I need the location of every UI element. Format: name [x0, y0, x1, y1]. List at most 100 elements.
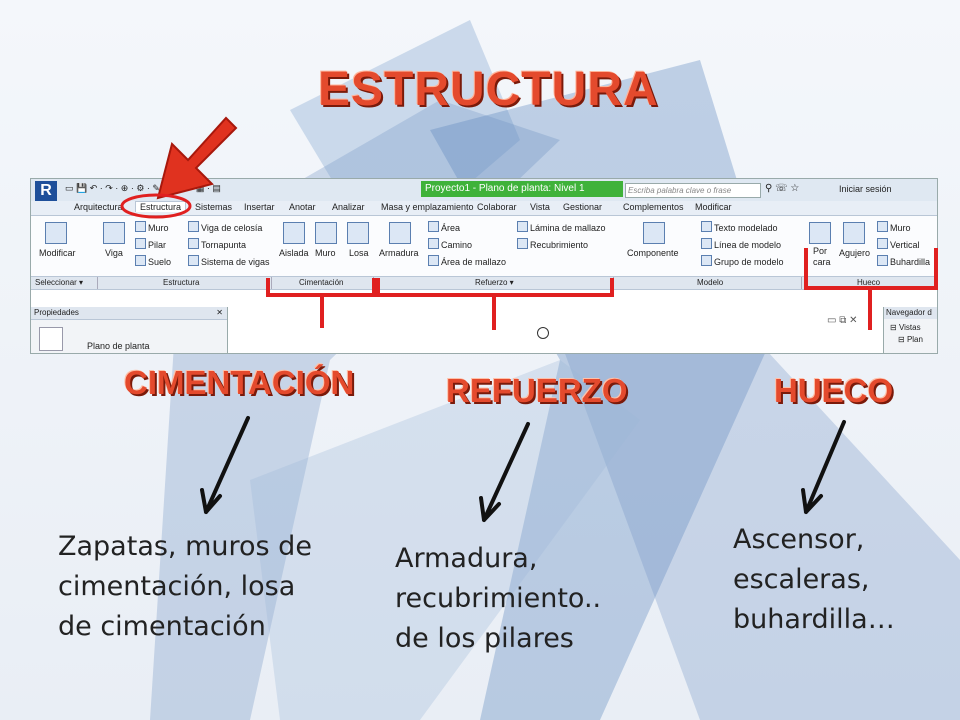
tab-vista[interactable]: Vista — [530, 202, 550, 212]
muro-button[interactable]: Muro — [135, 221, 169, 233]
tab-analizar[interactable]: Analizar — [332, 202, 365, 212]
tree-item-plan[interactable]: ⊟ Plan — [898, 335, 923, 344]
properties-palette: Propiedades ✕ Plano de planta — [31, 307, 228, 353]
camino-button[interactable]: Camino — [428, 238, 472, 250]
view-controls-icon[interactable]: ▭ ⧉ ✕ — [827, 315, 858, 326]
wall-icon — [135, 221, 146, 232]
shaft-icon — [843, 222, 865, 244]
desc-refuerzo-line-1: Armadura, — [395, 543, 538, 574]
beam-system-icon — [188, 255, 199, 266]
desc-refuerzo-line-3: de los pilares — [395, 623, 574, 654]
desc-cimentacion-line-3: de cimentación — [58, 611, 266, 642]
cover-icon — [517, 238, 528, 249]
tab-arquitectura[interactable]: Arquitectura — [74, 202, 123, 212]
recubrimiento-button[interactable]: Recubrimiento — [517, 238, 588, 250]
model-text-icon — [701, 221, 712, 232]
properties-title: Propiedades — [34, 308, 79, 317]
navigator-title: Navegador d — [884, 307, 937, 319]
desc-cimentacion: Zapatas, muros de cimentación, losa de c… — [58, 527, 312, 647]
label-hueco: HUECO — [774, 372, 894, 409]
panel-modelo: Modelo — [697, 278, 724, 287]
properties-type[interactable]: Plano de planta — [87, 341, 150, 351]
panel-seleccionar[interactable]: Seleccionar ▾ — [35, 278, 84, 287]
fabric-area-icon — [428, 255, 439, 266]
ribbon-tabs: Arquitectura Estructura Sistemas Inserta… — [31, 201, 937, 216]
tornapunta-button[interactable]: Tornapunta — [188, 238, 246, 250]
losa-button[interactable]: Losa — [349, 248, 369, 258]
by-face-icon — [809, 222, 831, 244]
vertical-button[interactable]: Vertical — [877, 238, 920, 250]
revit-screenshot: R ▭ 💾 ↶ · ↷ · ⊕ · ⚙ · ✎ · A · ◇ · ▦ · ▤ … — [30, 178, 938, 354]
wall-foundation-icon — [315, 222, 337, 244]
desc-refuerzo: Armadura, recubrimiento.. de los pilares — [395, 539, 601, 659]
sistema-vigas-button[interactable]: Sistema de vigas — [188, 255, 270, 267]
desc-hueco-line-2: escaleras, — [733, 564, 870, 595]
suelo-button[interactable]: Suelo — [135, 255, 171, 267]
panel-refuerzo[interactable]: Refuerzo ▾ — [475, 278, 514, 287]
component-icon — [643, 222, 665, 244]
muro-hueco-button[interactable]: Muro — [877, 221, 911, 233]
linea-modelo-button[interactable]: Línea de modelo — [701, 238, 781, 250]
tab-anotar[interactable]: Anotar — [289, 202, 316, 212]
close-icon[interactable]: ✕ — [216, 308, 223, 317]
desc-hueco: Ascensor, escaleras, buhardilla… — [733, 520, 895, 640]
model-line-icon — [701, 238, 712, 249]
properties-header: Propiedades ✕ — [31, 307, 227, 320]
vertical-opening-icon — [877, 238, 888, 249]
armadura-button[interactable]: Armadura — [379, 248, 419, 258]
grupo-modelo-button[interactable]: Grupo de modelo — [701, 255, 784, 267]
label-cimentacion: CIMENTACIÓN — [124, 364, 355, 401]
path-icon — [428, 238, 439, 249]
label-refuerzo: REFUERZO — [446, 372, 628, 409]
isolated-foundation-icon — [283, 222, 305, 244]
tab-gestionar[interactable]: Gestionar — [563, 202, 603, 212]
tab-insertar[interactable]: Insertar — [244, 202, 275, 212]
area-mallazo-button[interactable]: Área de mallazo — [428, 255, 506, 267]
panel-hueco: Hueco — [857, 278, 881, 287]
texto-modelado-button[interactable]: Texto modelado — [701, 221, 778, 233]
help-icons[interactable]: ⚲ ☏ ☆ — [765, 183, 800, 194]
panel-cimentacion: Cimentación — [299, 278, 344, 287]
componente-button[interactable]: Componente — [627, 248, 679, 258]
dormer-icon — [877, 255, 888, 266]
area-icon — [428, 221, 439, 232]
panel-estructura: Estructura — [163, 278, 200, 287]
project-browser: Navegador d ⊟ Vistas ⊟ Plan — [883, 307, 937, 353]
buhardilla-button[interactable]: Buhardilla — [877, 255, 930, 267]
tab-masa[interactable]: Masa y emplazamiento — [381, 202, 474, 212]
tab-modificar[interactable]: Modificar — [695, 202, 732, 212]
lamina-mallazo-button[interactable]: Lámina de mallazo — [517, 221, 606, 233]
desc-cimentacion-line-1: Zapatas, muros de — [58, 531, 312, 562]
desc-cimentacion-line-2: cimentación, losa — [58, 571, 296, 602]
pilar-button[interactable]: Pilar — [135, 238, 166, 250]
tab-sistemas[interactable]: Sistemas — [195, 202, 233, 212]
tab-estructura[interactable]: Estructura — [135, 201, 187, 212]
qat-icons[interactable]: ▭ 💾 ↶ · ↷ · ⊕ · ⚙ · ✎ · A · ◇ · ▦ · ▤ — [65, 183, 221, 193]
document-title: Proyecto1 - Plano de planta: Nivel 1 — [421, 181, 623, 197]
view-type-icon — [39, 327, 63, 351]
tree-item-vistas[interactable]: ⊟ Vistas — [890, 323, 921, 332]
area-button[interactable]: Área — [428, 221, 460, 233]
slide-title: ESTRUCTURA — [318, 63, 659, 116]
brace-icon — [188, 238, 199, 249]
por-cara-label: cara — [813, 257, 831, 267]
muro-cimentacion-button[interactable]: Muro — [315, 248, 336, 258]
ribbon: Modificar Viga Muro Pilar Suelo Viga de … — [31, 216, 937, 276]
beam-icon — [103, 222, 125, 244]
agujero-button[interactable]: Agujero — [839, 248, 871, 258]
por-cara-button[interactable]: Por — [813, 246, 828, 256]
wall-opening-icon — [877, 221, 888, 232]
desc-hueco-line-3: buhardilla… — [733, 604, 895, 635]
aislada-button[interactable]: Aislada — [279, 248, 309, 258]
modify-icon — [45, 222, 67, 244]
viga-celosia-button[interactable]: Viga de celosía — [188, 221, 262, 233]
viga-button[interactable]: Viga — [105, 248, 123, 258]
app-logo[interactable]: R — [35, 181, 57, 201]
signin-button[interactable]: Iniciar sesión — [839, 184, 892, 194]
tab-colaborar[interactable]: Colaborar — [477, 202, 517, 212]
tab-complementos[interactable]: Complementos — [623, 202, 684, 212]
search-input[interactable]: Escriba palabra clave o frase — [625, 183, 761, 198]
modificar-button[interactable]: Modificar — [39, 248, 76, 258]
desc-refuerzo-line-2: recubrimiento.. — [395, 583, 602, 614]
slab-icon — [347, 222, 369, 244]
